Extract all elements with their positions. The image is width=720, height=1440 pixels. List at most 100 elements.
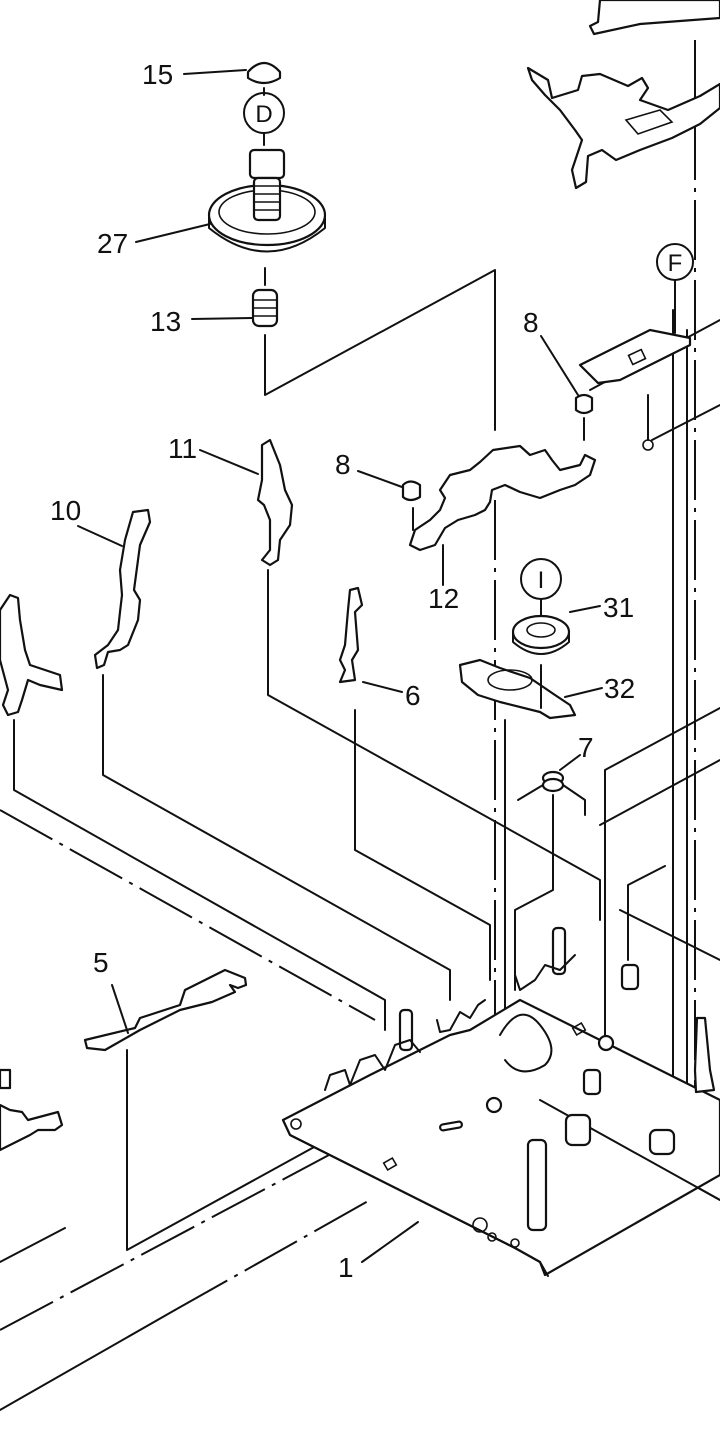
frame-hole-bottom bbox=[472, 1217, 488, 1233]
guide-line-right-c bbox=[604, 707, 720, 1041]
guide-line-6 bbox=[354, 709, 491, 981]
part-27-thread bbox=[254, 185, 280, 211]
top-bracket-upper bbox=[588, 0, 720, 36]
frame-pin-a bbox=[485, 1096, 503, 1114]
guide-line-bottom-lower-b bbox=[174, 1199, 371, 1311]
plate-part-f: F bbox=[578, 243, 694, 451]
left-lever-part bbox=[0, 593, 64, 717]
part-31-32-assembly: I bbox=[458, 558, 577, 720]
ref-marker-D: D bbox=[255, 101, 272, 128]
leader-7 bbox=[559, 754, 581, 771]
label-10: 10 bbox=[50, 495, 81, 526]
label-31: 31 bbox=[603, 592, 634, 623]
frame-pin-b bbox=[597, 1034, 615, 1052]
frame-hole-bottom-small-b bbox=[510, 1238, 520, 1248]
label-15: 15 bbox=[142, 59, 173, 90]
leader-13 bbox=[191, 317, 253, 320]
leader-8b bbox=[540, 335, 579, 396]
small-washer bbox=[642, 439, 654, 451]
part-27-gear bbox=[248, 148, 286, 180]
frame-hole-left bbox=[290, 1118, 302, 1130]
guide-line-right-e bbox=[599, 759, 720, 826]
guide-line-7 bbox=[514, 794, 554, 991]
label-27: 27 bbox=[97, 228, 128, 259]
guide-line-13 bbox=[264, 269, 496, 431]
plate-f bbox=[578, 328, 692, 385]
part-7-leg-left bbox=[517, 784, 544, 801]
ref-marker-I: I bbox=[538, 567, 545, 594]
leader-32 bbox=[564, 687, 603, 698]
leader-11 bbox=[199, 449, 259, 475]
left-bottom-post bbox=[0, 1068, 12, 1090]
part-32-hole bbox=[487, 669, 533, 691]
label-8-right: 8 bbox=[523, 307, 539, 338]
part-12-assembly bbox=[401, 393, 597, 552]
label-11: 11 bbox=[168, 433, 197, 464]
frame-tab-row bbox=[324, 1039, 421, 1091]
part-5-lever bbox=[83, 968, 248, 1052]
label-8-left: 8 bbox=[335, 449, 351, 480]
guide-line-right-d bbox=[627, 865, 666, 961]
frame-post-a bbox=[398, 1008, 414, 1052]
leader-5 bbox=[111, 984, 129, 1034]
guide-line-diag-f bbox=[651, 404, 720, 441]
leader-10 bbox=[77, 525, 123, 547]
guide-line-bottom-lower bbox=[0, 1309, 176, 1411]
part-10-lever bbox=[93, 508, 152, 670]
frame-tab-row-b bbox=[436, 999, 486, 1033]
label-5: 5 bbox=[93, 947, 109, 978]
part-31-bearing-inner bbox=[526, 622, 556, 638]
label-32: 32 bbox=[604, 673, 635, 704]
label-7: 7 bbox=[578, 732, 594, 763]
part-13-coils bbox=[253, 299, 277, 317]
guide-line-11 bbox=[267, 569, 601, 921]
label-1: 1 bbox=[338, 1252, 354, 1283]
frame-post-b bbox=[564, 1113, 592, 1147]
part-7-spring bbox=[517, 770, 586, 816]
part-31-bearing bbox=[511, 614, 571, 650]
part-27-wheel-rim bbox=[208, 214, 326, 253]
part-labels: 15 27 13 11 10 8 8 12 31 32 6 7 5 1 bbox=[50, 59, 635, 1283]
part-11-lever bbox=[256, 438, 294, 567]
part-6-lever bbox=[338, 586, 364, 684]
guide-line-left-part bbox=[13, 719, 386, 1031]
ref-marker-F: F bbox=[668, 250, 683, 277]
leader-6 bbox=[362, 681, 403, 693]
leader-31 bbox=[569, 605, 601, 613]
frame-square-hole-b bbox=[571, 1021, 587, 1037]
frame-hole-bottom-small bbox=[487, 1232, 497, 1242]
part-31-bearing-side bbox=[512, 631, 570, 655]
part-15-cap bbox=[246, 61, 282, 85]
part-8-pin-right bbox=[574, 393, 594, 415]
frame-post-d bbox=[620, 963, 640, 991]
left-bottom-part bbox=[0, 1103, 64, 1152]
guide-line-bottom-short bbox=[0, 1227, 66, 1263]
frame-tab-row-c bbox=[514, 954, 576, 991]
top-bracket-lower bbox=[526, 66, 720, 190]
guide-line-10 bbox=[102, 674, 451, 1001]
leader-8a bbox=[357, 470, 403, 488]
label-12: 12 bbox=[428, 583, 459, 614]
bracket-slot bbox=[624, 109, 674, 135]
part-27-shaft bbox=[252, 176, 282, 222]
leader-15 bbox=[183, 69, 247, 75]
leader-1 bbox=[361, 1221, 419, 1263]
label-6: 6 bbox=[405, 680, 421, 711]
part-1-main-frame bbox=[281, 926, 720, 1277]
label-13: 13 bbox=[150, 306, 181, 337]
frame-cam-outline bbox=[499, 1013, 553, 1073]
part-1-frame-edge bbox=[282, 1119, 549, 1277]
label-leaders bbox=[77, 69, 603, 1263]
plate-f-marking bbox=[627, 348, 647, 366]
leader-27 bbox=[135, 223, 211, 243]
frame-post-c bbox=[582, 1068, 602, 1096]
part-7-leg-right bbox=[562, 784, 586, 816]
frame-post-e bbox=[551, 926, 567, 976]
frame-post-long bbox=[526, 1138, 548, 1232]
guide-line-left-long bbox=[0, 809, 376, 1021]
part-8-pin-left bbox=[401, 480, 422, 502]
part-12-bracket bbox=[408, 444, 597, 552]
guide-line-frame-upper bbox=[619, 909, 720, 961]
